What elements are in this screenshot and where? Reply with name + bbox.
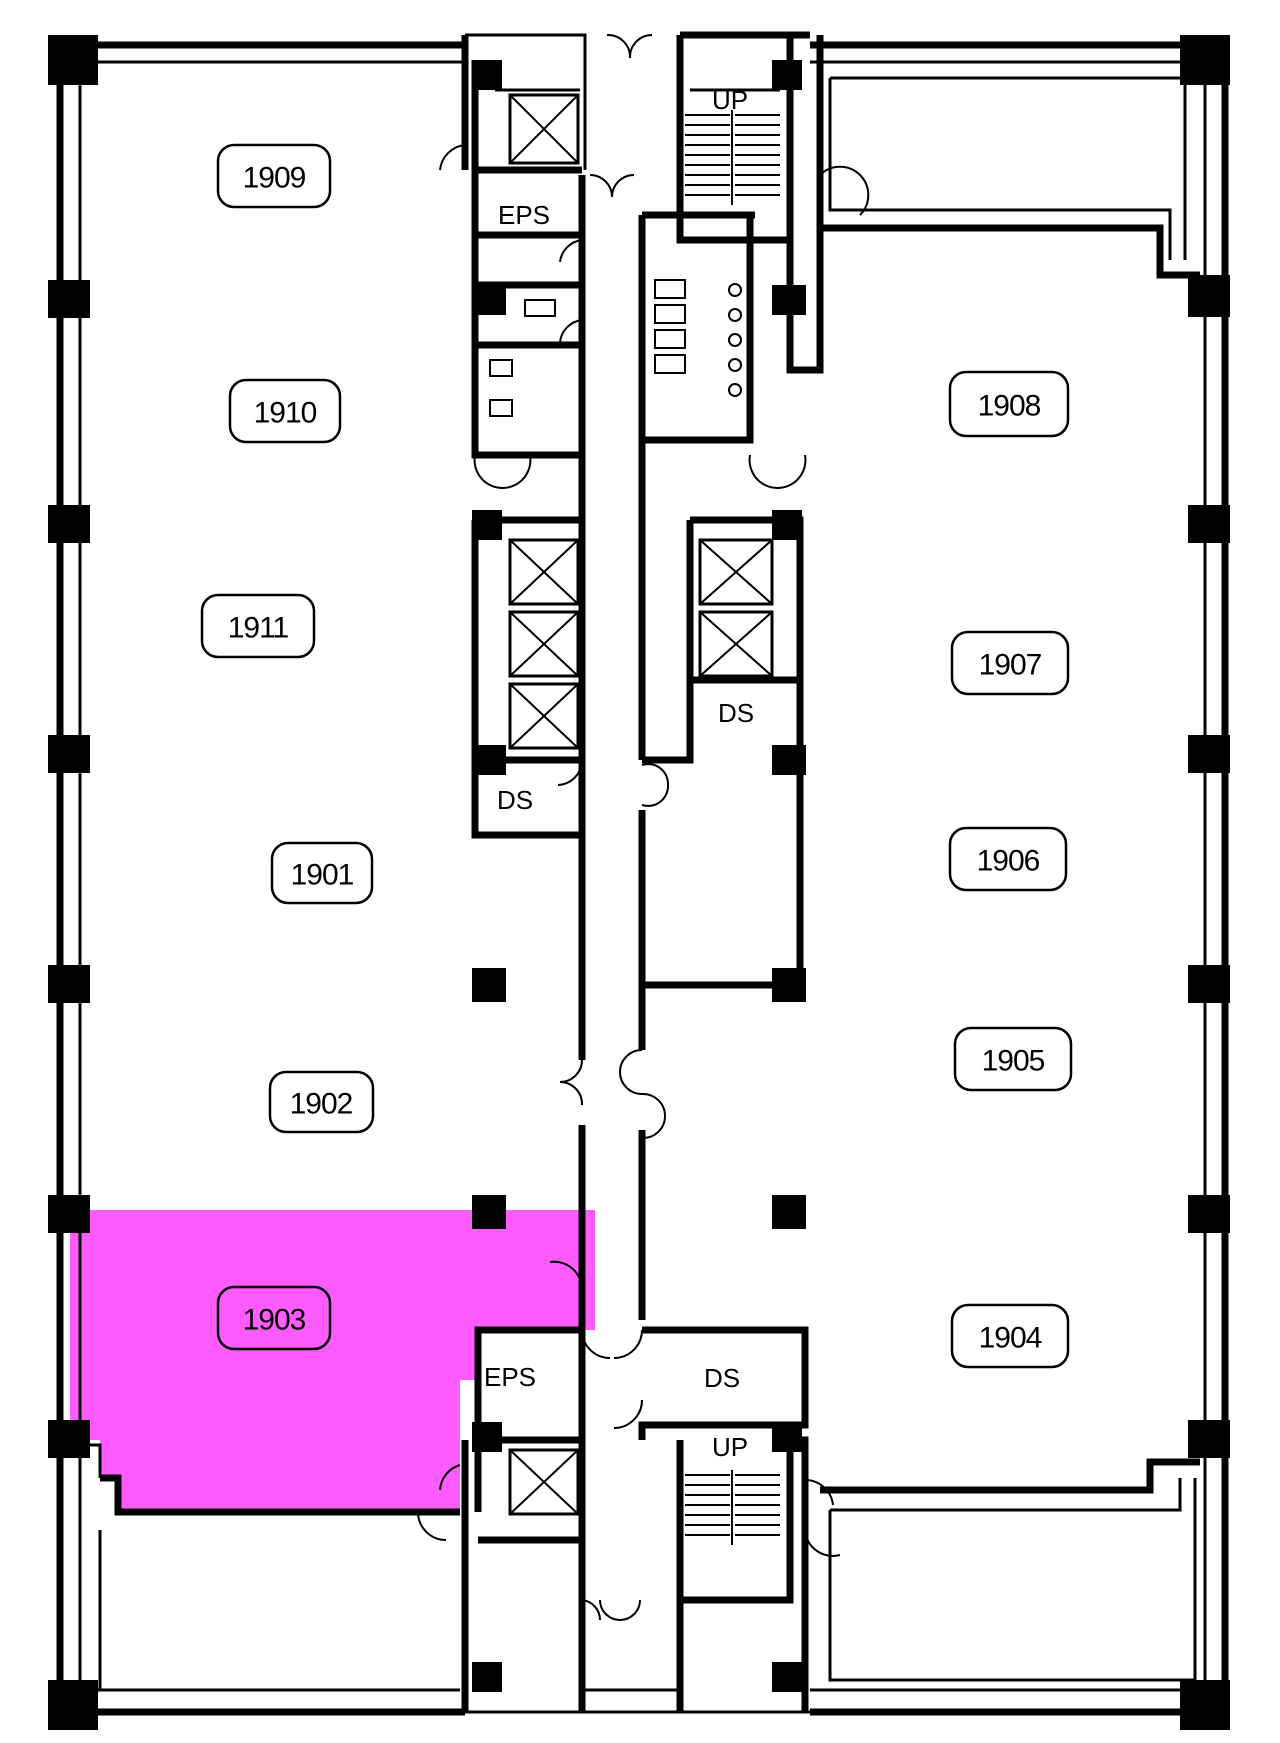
unit-number: 1906 (977, 845, 1040, 878)
outer-walls (56, 41, 1229, 1716)
column-icon (48, 35, 98, 85)
elevator-icon (508, 682, 580, 750)
elevator-icon (508, 538, 580, 606)
elevator-icon (508, 1448, 580, 1516)
unit-1903-highlight[interactable] (70, 1210, 595, 1512)
column-icon (772, 1662, 802, 1692)
eps-label: EPS (484, 1362, 536, 1392)
stairs (685, 110, 780, 1545)
unit-number: 1905 (982, 1045, 1045, 1078)
unit-badge-1911[interactable]: 1911 (200, 593, 316, 659)
core-walls (461, 31, 824, 1714)
elevators (508, 93, 774, 1516)
column-icon (1180, 1680, 1230, 1730)
column-icon (48, 1680, 98, 1730)
unit-badge-1906[interactable]: 1906 (948, 826, 1068, 892)
column-icon (1188, 965, 1230, 1003)
column-icon (472, 968, 506, 1002)
unit-badge-1905[interactable]: 1905 (953, 1026, 1073, 1092)
unit-number: 1907 (979, 649, 1042, 682)
unit-badge-1910[interactable]: 1910 (228, 378, 342, 444)
unit-labels: 1909 1910 1911 1901 1902 1903 1908 1907 (200, 143, 1073, 1369)
column-icon (48, 1195, 90, 1233)
column-icon (1188, 505, 1230, 543)
column-icon (48, 280, 90, 318)
ds-label: DS (718, 698, 754, 728)
column-icon (1180, 35, 1230, 85)
ds-label: DS (497, 785, 533, 815)
stairs-icon (685, 1470, 780, 1545)
up-label: UP (712, 1432, 748, 1462)
unit-number: 1911 (228, 612, 289, 645)
door-swings (417, 33, 870, 1621)
elevator-icon (698, 538, 774, 606)
toilets (489, 279, 742, 417)
toilet-icon (654, 279, 742, 397)
column-icon (48, 965, 90, 1003)
column-icon (48, 1420, 90, 1458)
elevator-icon (508, 93, 580, 165)
stairs-icon (685, 110, 780, 205)
elevator-icon (508, 610, 580, 678)
column-icon (772, 1195, 806, 1229)
ds-label: DS (704, 1363, 740, 1393)
unit-number: 1903 (243, 1304, 306, 1337)
unit-badge-1909[interactable]: 1909 (216, 143, 332, 209)
column-icon (1188, 1420, 1230, 1458)
unit-badge-1901[interactable]: 1901 (270, 841, 374, 905)
up-label: UP (712, 85, 748, 115)
column-icon (48, 505, 90, 543)
unit-number: 1902 (290, 1088, 353, 1121)
column-icon (1188, 275, 1230, 317)
unit-number: 1901 (291, 859, 354, 892)
unit-badge-1908[interactable]: 1908 (948, 370, 1070, 438)
elevator-icon (698, 610, 774, 678)
unit-badge-1902[interactable]: 1902 (268, 1070, 375, 1134)
unit-number: 1904 (979, 1322, 1042, 1355)
column-icon (472, 1195, 506, 1229)
column-icon (472, 1662, 502, 1692)
unit-number: 1909 (243, 162, 306, 195)
eps-label: EPS (498, 200, 550, 230)
column-icon (1188, 735, 1230, 773)
unit-badge-1904[interactable]: 1904 (950, 1303, 1070, 1369)
column-icon (1188, 1195, 1230, 1233)
service-labels: EPS EPS DS DS DS UP UP (484, 85, 754, 1462)
toilet-icon (489, 299, 556, 417)
unit-badge-1907[interactable]: 1907 (950, 630, 1070, 696)
unit-badge-1903[interactable]: 1903 (216, 1285, 332, 1351)
unit-number: 1908 (978, 390, 1041, 423)
column-icon (48, 735, 90, 773)
unit-number: 1910 (254, 397, 317, 430)
